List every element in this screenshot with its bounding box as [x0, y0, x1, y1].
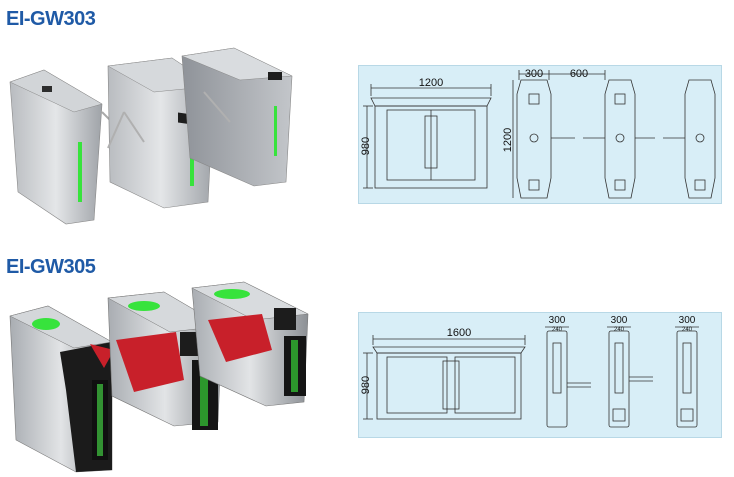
top-dimension-1: 300	[525, 68, 543, 80]
height-dimension: 980	[360, 137, 372, 155]
top-dimension-2: 300	[611, 315, 628, 326]
model-title-gw303: EI-GW303	[6, 8, 96, 30]
sub-dimension-2: 240	[614, 327, 625, 333]
width-dimension: 1200	[419, 77, 443, 89]
technical-drawing-gw303: 1200 980 300 600 1200	[358, 65, 722, 204]
top-dimensions: 300 300 300 240 240 240	[549, 315, 696, 333]
top-dimension-2: 600	[570, 68, 588, 80]
sub-dimension-3: 240	[682, 327, 693, 333]
model-title-gw305: EI-GW305	[6, 256, 96, 278]
width-dimension: 1600	[447, 327, 471, 339]
sub-dimension-1: 240	[552, 327, 563, 333]
top-dimension-3: 300	[679, 315, 696, 326]
side-dimension: 1200	[502, 128, 514, 152]
product-photo-gw303	[9, 47, 293, 225]
product-photo-gw305	[9, 281, 309, 473]
top-dimension-1: 300	[549, 315, 566, 326]
height-dimension: 980	[360, 376, 372, 394]
technical-drawing-gw305: 1600 980 300 300 300 240 240 240	[358, 312, 722, 438]
